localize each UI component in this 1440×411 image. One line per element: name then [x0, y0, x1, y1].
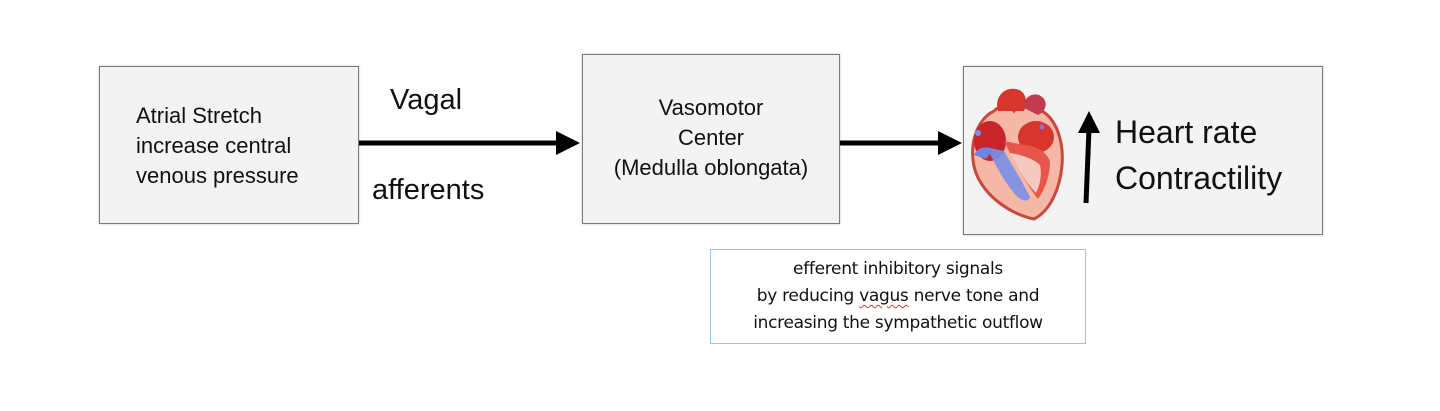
arrow-atrial-to-vasomotor: [359, 131, 580, 155]
heart-anatomy-icon: [971, 88, 1064, 221]
vasomotor-center-box: Vasomotor Center (Medulla oblongata): [582, 54, 840, 224]
afferents-label: afferents: [372, 174, 485, 206]
note-line-1: efferent inhibitory signals: [793, 259, 1003, 279]
vasomotor-center-text: Vasomotor Center (Medulla oblongata): [583, 93, 839, 183]
note-line-2: by reducing vagus nerve tone and: [711, 283, 1085, 310]
arrow-vasomotor-to-heart: [840, 131, 962, 155]
heart-effect-box: Heart rate Contractility: [963, 66, 1323, 235]
vasomotor-line-2: Center: [677, 125, 745, 150]
contractility-label: Contractility: [1115, 160, 1283, 196]
atrial-stretch-box: Atrial Stretch increase central venous p…: [99, 66, 359, 224]
up-arrow-icon: [1078, 111, 1100, 204]
note-line-2-end: nerve tone and: [908, 286, 1040, 306]
note-line-3: increasing the sympathetic outflow: [753, 313, 1043, 333]
atrial-line-1: Atrial Stretch: [136, 103, 262, 128]
atrial-line-2: increase central: [136, 133, 292, 158]
atrial-stretch-text: Atrial Stretch increase central venous p…: [136, 101, 299, 191]
note-line-2-start: by reducing: [756, 286, 860, 306]
vasomotor-line-1: Vasomotor: [658, 95, 764, 120]
efferent-signals-note: efferent inhibitory signals by reducing …: [710, 249, 1086, 344]
vagal-label: Vagal: [390, 84, 463, 116]
spellcheck-word: vagus: [859, 286, 909, 306]
atrial-line-3: venous pressure: [136, 163, 299, 188]
vasomotor-line-3: (Medulla oblongata): [613, 155, 809, 180]
heart-rate-label: Heart rate: [1115, 114, 1258, 150]
heart-effect-text: Heart rate Contractility: [1115, 109, 1282, 201]
